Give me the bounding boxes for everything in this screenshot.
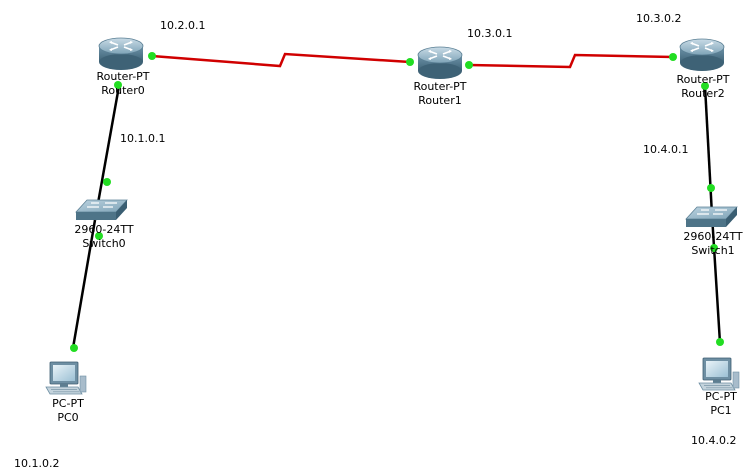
- port-status-group: [70, 52, 724, 352]
- switch0-switch-icon[interactable]: [75, 199, 128, 221]
- pc0-ip-label: 10.1.0.2: [14, 457, 59, 470]
- port-status-light: [716, 338, 724, 346]
- router0-model-label: Router-PT: [96, 70, 149, 83]
- router0-lan-ip-label: 10.1.0.1: [120, 132, 165, 145]
- port-status-light: [701, 82, 709, 90]
- router2-model-label: Router-PT: [676, 73, 729, 86]
- pc0-pc-icon[interactable]: [45, 361, 87, 395]
- port-status-light: [103, 178, 111, 186]
- port-status-light: [148, 52, 156, 60]
- ethernet-link-switch0-pc0[interactable]: [71, 219, 97, 349]
- pc1-pc-icon[interactable]: [698, 357, 740, 391]
- switch1-model-label: 2960-24TT: [683, 230, 742, 243]
- switch1-name-label: Switch1: [691, 244, 734, 257]
- router0-name-label: Router0: [101, 84, 144, 97]
- pc0-model-label: PC-PT: [52, 397, 84, 410]
- port-status-light: [114, 81, 122, 89]
- router2-router-icon[interactable]: [679, 38, 725, 72]
- switch0-name-label: Switch0: [82, 237, 125, 250]
- ethernet-link-switch1-pc1[interactable]: [710, 214, 722, 344]
- switch1-switch-icon[interactable]: [685, 206, 738, 228]
- serial-link-router1-router2[interactable]: [468, 53, 674, 69]
- port-status-light: [95, 232, 103, 240]
- port-status-light: [465, 61, 473, 69]
- router0-serial-ip-label: 10.2.0.1: [160, 19, 205, 32]
- port-status-light: [707, 184, 715, 192]
- router2-lan-ip-label: 10.4.0.1: [643, 143, 688, 156]
- router2-serial-ip-label: 10.3.0.2: [636, 12, 681, 25]
- pc0-name-label: PC0: [57, 411, 78, 424]
- serial-link-router0-router1[interactable]: [151, 52, 411, 68]
- ethernet-link-router2-switch1[interactable]: [703, 85, 714, 216]
- router2-name-label: Router2: [681, 87, 724, 100]
- router1-router-icon[interactable]: [417, 46, 463, 80]
- port-status-light: [669, 53, 677, 61]
- pc1-name-label: PC1: [710, 404, 731, 417]
- pc1-ip-label: 10.4.0.2: [691, 434, 736, 447]
- router1-model-label: Router-PT: [413, 80, 466, 93]
- port-status-light: [70, 344, 78, 352]
- port-status-light: [406, 58, 414, 66]
- router1-name-label: Router1: [418, 94, 461, 107]
- pc1-model-label: PC-PT: [705, 390, 737, 403]
- router0-router-icon[interactable]: [98, 37, 144, 71]
- router1-serial-ip-label: 10.3.0.1: [467, 27, 512, 40]
- ethernet-link-router0-switch0[interactable]: [93, 85, 121, 221]
- port-status-light: [710, 244, 718, 252]
- switch0-model-label: 2960-24TT: [74, 223, 133, 236]
